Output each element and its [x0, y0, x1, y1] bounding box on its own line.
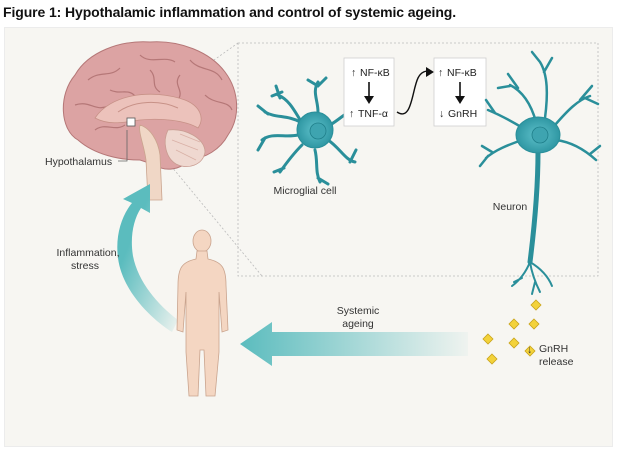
microglial-cell-body [296, 111, 334, 149]
neuron-label: Neuron [493, 201, 528, 213]
gnrh-particles [482, 299, 542, 365]
signal-arrow-head [426, 67, 434, 77]
systemic-ageing-arrow [240, 322, 468, 366]
microglia-pathway-box: ↑ NF-κB ↑ TNF-α [343, 57, 395, 127]
microglial-cell [256, 76, 362, 186]
inflammation-label-line1: Inflammation, [56, 247, 119, 259]
hypothalamus-label: Hypothalamus [45, 156, 112, 168]
neuron [478, 50, 602, 295]
svg-text:↑: ↑ [351, 67, 356, 79]
hypothalamus-pointer [118, 130, 128, 162]
neuron-pathway-box: ↑ NF-κB ↓ GnRH [433, 57, 487, 127]
systemic-label-line1: Systemic [337, 305, 380, 317]
neuron-gnrh-text: GnRH [448, 108, 477, 120]
human-body [176, 229, 229, 397]
svg-text:↑: ↑ [349, 108, 354, 120]
neuron-body [515, 116, 561, 154]
svg-text:↓: ↓ [527, 344, 532, 356]
microglia-tnfa-text: TNF-α [358, 108, 388, 120]
microglia-nfkb-text: NF-κB [360, 67, 390, 79]
gnrh-release-label-line2: release [539, 356, 574, 368]
figure-title: Figure 1: Hypothalamic inflammation and … [3, 4, 457, 20]
signal-arrow [396, 70, 431, 115]
gnrh-release-label-line1: GnRH [539, 343, 568, 355]
inflammation-arrow [117, 184, 178, 332]
microglial-cell-label: Microglial cell [273, 185, 336, 197]
systemic-label-line2: ageing [342, 318, 374, 330]
svg-text:↓: ↓ [439, 108, 444, 120]
brain-illustration [62, 41, 238, 201]
inflammation-label-line2: stress [71, 260, 99, 272]
neuron-nfkb-text: NF-κB [447, 67, 477, 79]
svg-text:↑: ↑ [438, 67, 443, 79]
